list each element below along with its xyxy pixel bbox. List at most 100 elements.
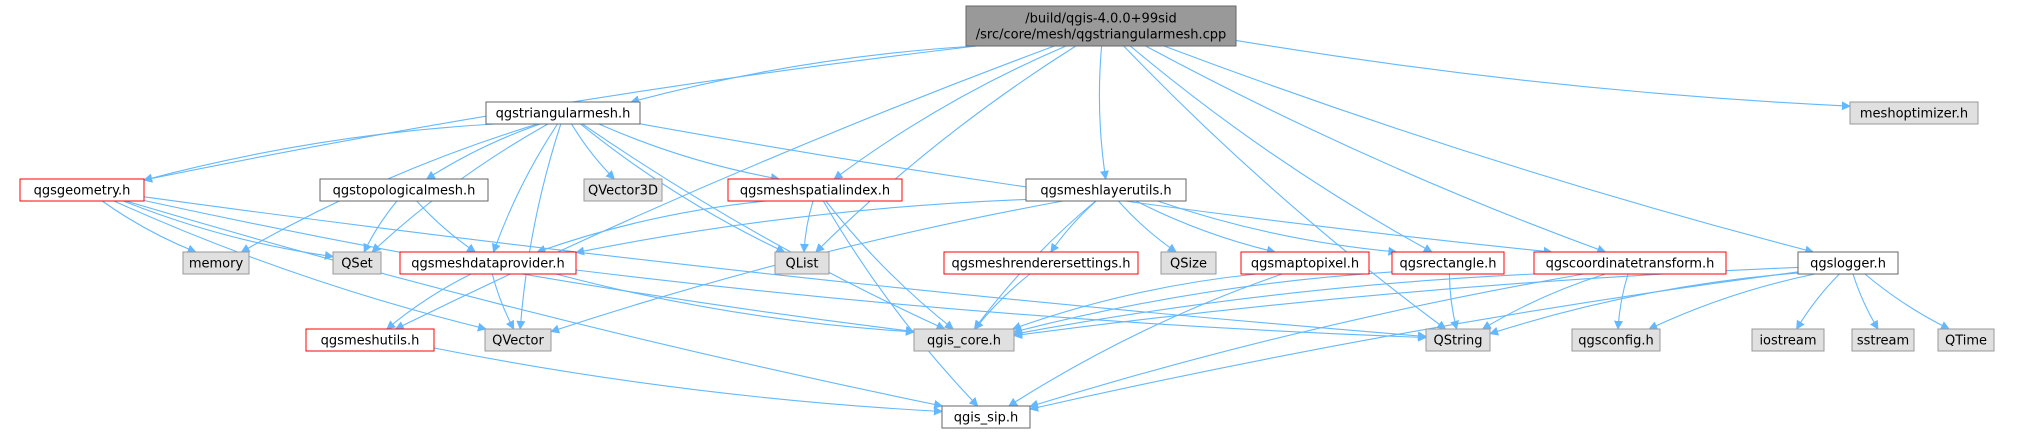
- node-label: QSize: [1170, 257, 1207, 272]
- node-label: qgsmeshdataprovider.h: [411, 257, 565, 272]
- node-dataprovider[interactable]: qgsmeshdataprovider.h: [399, 251, 577, 275]
- node-label: qgsrectangle.h: [1399, 257, 1496, 272]
- node-layerutils[interactable]: qgsmeshlayerutils.h: [1025, 178, 1187, 202]
- node-qtime: QTime: [1937, 328, 1995, 352]
- node-label: QSet: [341, 257, 373, 272]
- edge-root-to-qstring: [1123, 45, 1447, 330]
- node-topomesh[interactable]: qgstopologicalmesh.h: [319, 178, 489, 202]
- node-label: QList: [786, 257, 819, 272]
- node-meshopt: meshoptimizer.h: [1849, 101, 1979, 125]
- node-root[interactable]: /build/qgis-4.0.0+99sid/src/core/mesh/qg…: [965, 5, 1237, 47]
- node-sstream: sstream: [1851, 328, 1915, 352]
- edge-coordtransform-to-qgiscore: [1013, 273, 1535, 338]
- edge-root-to-trimesh: [630, 45, 978, 105]
- node-maptopixel[interactable]: qgsmaptopixel.h: [1240, 251, 1370, 275]
- node-geometry[interactable]: qgsgeometry.h: [19, 178, 145, 202]
- node-box: [1533, 251, 1727, 275]
- node-label: qgstopologicalmesh.h: [333, 184, 476, 199]
- node-qlist: QList: [774, 251, 830, 275]
- edge-trimesh-to-qgiscore: [582, 123, 946, 330]
- edge-maptopixel-to-qgiscore: [1011, 273, 1257, 331]
- node-label: /src/core/mesh/qgstriangularmesh.cpp: [976, 28, 1227, 43]
- edge-logger-to-qgsconfig: [1648, 273, 1816, 330]
- node-label: qgsmeshutils.h: [321, 334, 420, 349]
- edge-root-to-meshutils: [394, 45, 1055, 330]
- edge-layerutils-to-maptopixel: [1135, 200, 1276, 255]
- node-box: [1391, 251, 1505, 275]
- node-qvector: QVector: [484, 328, 552, 352]
- node-qgsconfig: qgsconfig.h: [1571, 328, 1661, 352]
- node-trimesh[interactable]: qgstriangularmesh.h: [485, 101, 641, 125]
- node-label: qgsgeometry.h: [34, 184, 131, 199]
- edge-geometry-to-qstring: [143, 196, 1427, 341]
- node-box: [774, 251, 830, 275]
- edge-geometry-to-qvector: [113, 200, 487, 332]
- edge-geometry-to-memory: [101, 200, 197, 254]
- node-rendersettings[interactable]: qgsmeshrenderersettings.h: [943, 251, 1139, 275]
- edge-coordtransform-to-qgissip: [1029, 273, 1585, 409]
- edge-trimesh-to-geometry: [143, 123, 495, 183]
- node-box: [332, 251, 382, 275]
- node-label: qgsmaptopixel.h: [1251, 257, 1359, 272]
- node-box: [965, 5, 1237, 47]
- node-label: QString: [1433, 334, 1482, 349]
- node-box: [485, 101, 641, 125]
- edge-topomesh-to-qset: [363, 200, 398, 253]
- node-iostream: iostream: [1751, 328, 1825, 352]
- edge-logger-to-qtime: [1864, 273, 1950, 330]
- node-box: [583, 178, 663, 202]
- node-box: [399, 251, 577, 275]
- node-label: QVector3D: [588, 184, 658, 199]
- edge-coordtransform-to-qgsconfig: [1613, 273, 1629, 330]
- node-logger[interactable]: qgslogger.h: [1797, 251, 1899, 275]
- node-label: qgsconfig.h: [1578, 334, 1653, 349]
- node-box: [1797, 251, 1899, 275]
- edge-dataprovider-to-meshutils: [386, 273, 472, 330]
- edge-trimesh-to-topomesh: [425, 123, 541, 180]
- node-box: [19, 178, 145, 202]
- node-label: qgstriangularmesh.h: [496, 107, 631, 122]
- edge-trimesh-to-dataprovider: [491, 123, 558, 253]
- node-box: [1240, 251, 1370, 275]
- node-box: [1937, 328, 1995, 352]
- edge-coordtransform-to-qstring: [1481, 273, 1606, 330]
- node-qgissip[interactable]: qgis_sip.h: [941, 405, 1031, 429]
- node-box: [727, 178, 903, 202]
- edge-geometry-to-qgiscore: [143, 199, 915, 335]
- node-box: [1849, 101, 1979, 125]
- node-box: [182, 251, 250, 275]
- edge-trimesh-to-spatialindex: [598, 123, 780, 183]
- edge-rendersettings-to-qgiscore: [974, 273, 1031, 330]
- node-box: [1025, 178, 1187, 202]
- node-label: qgscoordinatetransform.h: [1546, 257, 1715, 272]
- edge-root-to-meshopt: [1235, 39, 1851, 111]
- edge-root-to-qlist: [815, 45, 1077, 253]
- edge-meshutils-to-qgissip: [433, 347, 943, 416]
- node-label: QTime: [1945, 334, 1987, 349]
- node-qsize: QSize: [1160, 251, 1217, 275]
- edge-trimesh-to-qvector: [516, 123, 562, 330]
- node-label: qgsmeshrenderersettings.h: [951, 257, 1130, 272]
- node-box: [941, 405, 1031, 429]
- node-box: [1425, 328, 1491, 352]
- node-spatialindex[interactable]: qgsmeshspatialindex.h: [727, 178, 903, 202]
- node-box: [1751, 328, 1825, 352]
- node-qset: QSet: [332, 251, 382, 275]
- node-rectangle[interactable]: qgsrectangle.h: [1391, 251, 1505, 275]
- node-box: [1851, 328, 1915, 352]
- edge-dataprovider-to-qvector: [491, 273, 515, 330]
- node-qstring: QString: [1425, 328, 1491, 352]
- edge-logger-to-sstream: [1852, 273, 1879, 330]
- edge-root-to-layerutils: [1098, 45, 1109, 180]
- node-coordtransform[interactable]: qgscoordinatetransform.h: [1533, 251, 1727, 275]
- node-box: [913, 328, 1015, 352]
- node-meshutils[interactable]: qgsmeshutils.h: [305, 328, 435, 352]
- edge-root-to-coordtransform: [1145, 45, 1607, 254]
- edge-spatialindex-to-dataprovider: [536, 200, 766, 254]
- node-label: memory: [189, 257, 244, 272]
- node-label: iostream: [1759, 334, 1816, 349]
- edge-rectangle-to-qgiscore: [1013, 271, 1393, 335]
- node-box: [484, 328, 552, 352]
- node-label: qgis_core.h: [927, 334, 1001, 349]
